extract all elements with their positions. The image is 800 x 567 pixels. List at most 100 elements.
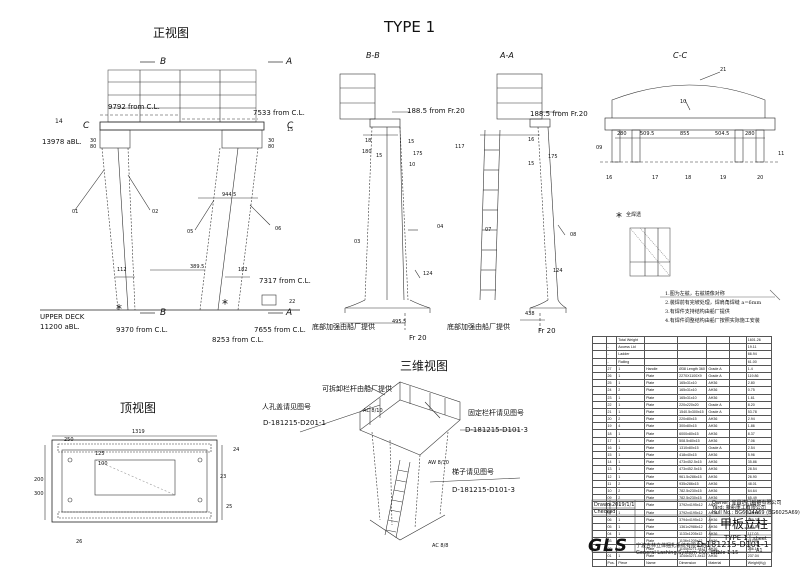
- bom-cell: 1: [616, 429, 646, 438]
- iso-ladder-label: 梯子请见图号: [452, 468, 494, 476]
- tb-sheet-no: 1: [756, 542, 760, 548]
- bom-cell: -: [605, 350, 618, 359]
- bom-cell: [677, 343, 708, 352]
- bom-cell: 1: [616, 508, 646, 517]
- bom-cell: 1: [616, 450, 646, 460]
- bom-cell: 782.5x230x15: [677, 494, 708, 503]
- bom-cell: 165x31x10: [677, 393, 708, 402]
- bom-cell: [592, 364, 607, 373]
- bom-cell: AH36: [706, 393, 730, 402]
- bom-cell: 2.94: [745, 415, 773, 424]
- bom-cell: AH36: [706, 450, 730, 460]
- top-part-25: 25: [226, 504, 233, 510]
- dim-80b: 80: [268, 144, 275, 150]
- bom-total-value: 1601.26: [745, 335, 773, 345]
- bom-cell: Plate: [644, 479, 679, 488]
- section-a-bottom: A: [286, 308, 293, 318]
- dim-112: 112: [117, 267, 127, 273]
- bom-cell: [644, 350, 679, 359]
- bom-cell: Handle: [644, 364, 679, 373]
- bom-cell: 05: [605, 522, 618, 532]
- bom-cell: AH36: [706, 436, 730, 445]
- section-c-right: C: [287, 121, 294, 131]
- cc-part-19: 19: [720, 175, 727, 181]
- bom-cell: Plate: [644, 407, 679, 417]
- front-view-drawing: [40, 61, 300, 314]
- upper-deck-label: UPPER DECK: [40, 313, 85, 321]
- bom-cell: [728, 472, 747, 481]
- bom-cell: Plate: [644, 472, 679, 481]
- bom-cell: 2.80: [745, 379, 773, 388]
- bom-cell: [728, 443, 747, 453]
- bom-cell: 09: [605, 494, 618, 503]
- front-view-label: 正视图: [153, 26, 190, 40]
- section-b-top: B: [160, 57, 167, 67]
- bom-cell: [728, 436, 747, 445]
- bom-cell: Grade A: [706, 400, 730, 409]
- part-14: 14: [55, 118, 63, 125]
- aa-dim-188: 188.5 from Fr.20: [530, 110, 588, 118]
- note-3: 3.有焊件支持结构由船厂提供: [665, 309, 730, 315]
- bom-cell: 1: [616, 443, 646, 453]
- bom-cell: 1: [616, 364, 646, 373]
- bom-cell: Access Lid: [616, 343, 646, 352]
- bom-cell: Plate: [644, 450, 679, 460]
- bom-cell: [592, 486, 607, 496]
- bom-cell: 1540.5x300x15: [677, 407, 708, 417]
- note-4: 4.有焊件调整结构由船厂按照实际施工安装: [665, 318, 760, 324]
- bom-cell: [728, 379, 747, 388]
- bom-cell: Plate: [644, 443, 679, 453]
- bom-cell: 28.54: [745, 465, 773, 474]
- top-view-label: 顶视图: [120, 401, 157, 415]
- bom-cell: Plate: [644, 508, 679, 517]
- bom-cell: 26.90: [745, 472, 773, 481]
- bom-cell: Plate: [644, 530, 679, 539]
- part-15: 15: [287, 127, 294, 133]
- bom-cell: 17: [605, 436, 618, 445]
- bom-cell: Pos.: [605, 558, 618, 567]
- bom-cell: [592, 343, 607, 352]
- bb-dim-18: 18: [365, 138, 372, 144]
- bom-cell: [728, 422, 747, 431]
- bom-cell: [592, 443, 607, 453]
- cc-part-09: 09: [596, 145, 603, 151]
- bom-cell: 35.86: [745, 458, 773, 467]
- bb-dim-15b: 15: [376, 153, 383, 159]
- bom-cell: [644, 335, 679, 345]
- bb-dim-180: 180: [362, 149, 372, 155]
- bom-cell: Grade A: [706, 407, 730, 417]
- bom-total-label: Total Weight: [616, 335, 646, 345]
- bb-part-04: 04: [437, 224, 444, 230]
- top-dim-300: 300: [34, 491, 44, 497]
- bom-cell: [592, 450, 607, 460]
- dim-30a: 30: [90, 138, 97, 144]
- star-mark-left: *: [116, 302, 122, 316]
- bom-cell: [706, 335, 730, 345]
- bom-cell: [728, 343, 747, 352]
- section-b-bottom: B: [160, 308, 167, 318]
- bom-cell: Plate: [644, 494, 679, 503]
- bom-cell: 19.11: [745, 343, 773, 352]
- bom-cell: [592, 386, 607, 395]
- dim-80a: 80: [90, 144, 97, 150]
- bom-cell: 300x80x15: [677, 422, 708, 431]
- bom-cell: 1.4: [745, 364, 773, 373]
- bom-cell: 4: [616, 422, 646, 431]
- cc-part-17: 17: [652, 175, 659, 181]
- bom-cell: 2: [616, 486, 646, 496]
- bb-fr20: Fr 20: [409, 334, 427, 342]
- aa-view-drawing: [479, 73, 567, 330]
- bom-cell: [728, 335, 747, 345]
- bom-cell: 1.61: [745, 393, 773, 402]
- dim-9370: 9370 from C.L.: [116, 326, 168, 334]
- bb-dim-124: 124: [423, 271, 433, 277]
- dim-8253: 8253 from C.L.: [212, 336, 264, 344]
- bom-cell: [592, 371, 607, 381]
- bb-part-03: 03: [354, 239, 361, 245]
